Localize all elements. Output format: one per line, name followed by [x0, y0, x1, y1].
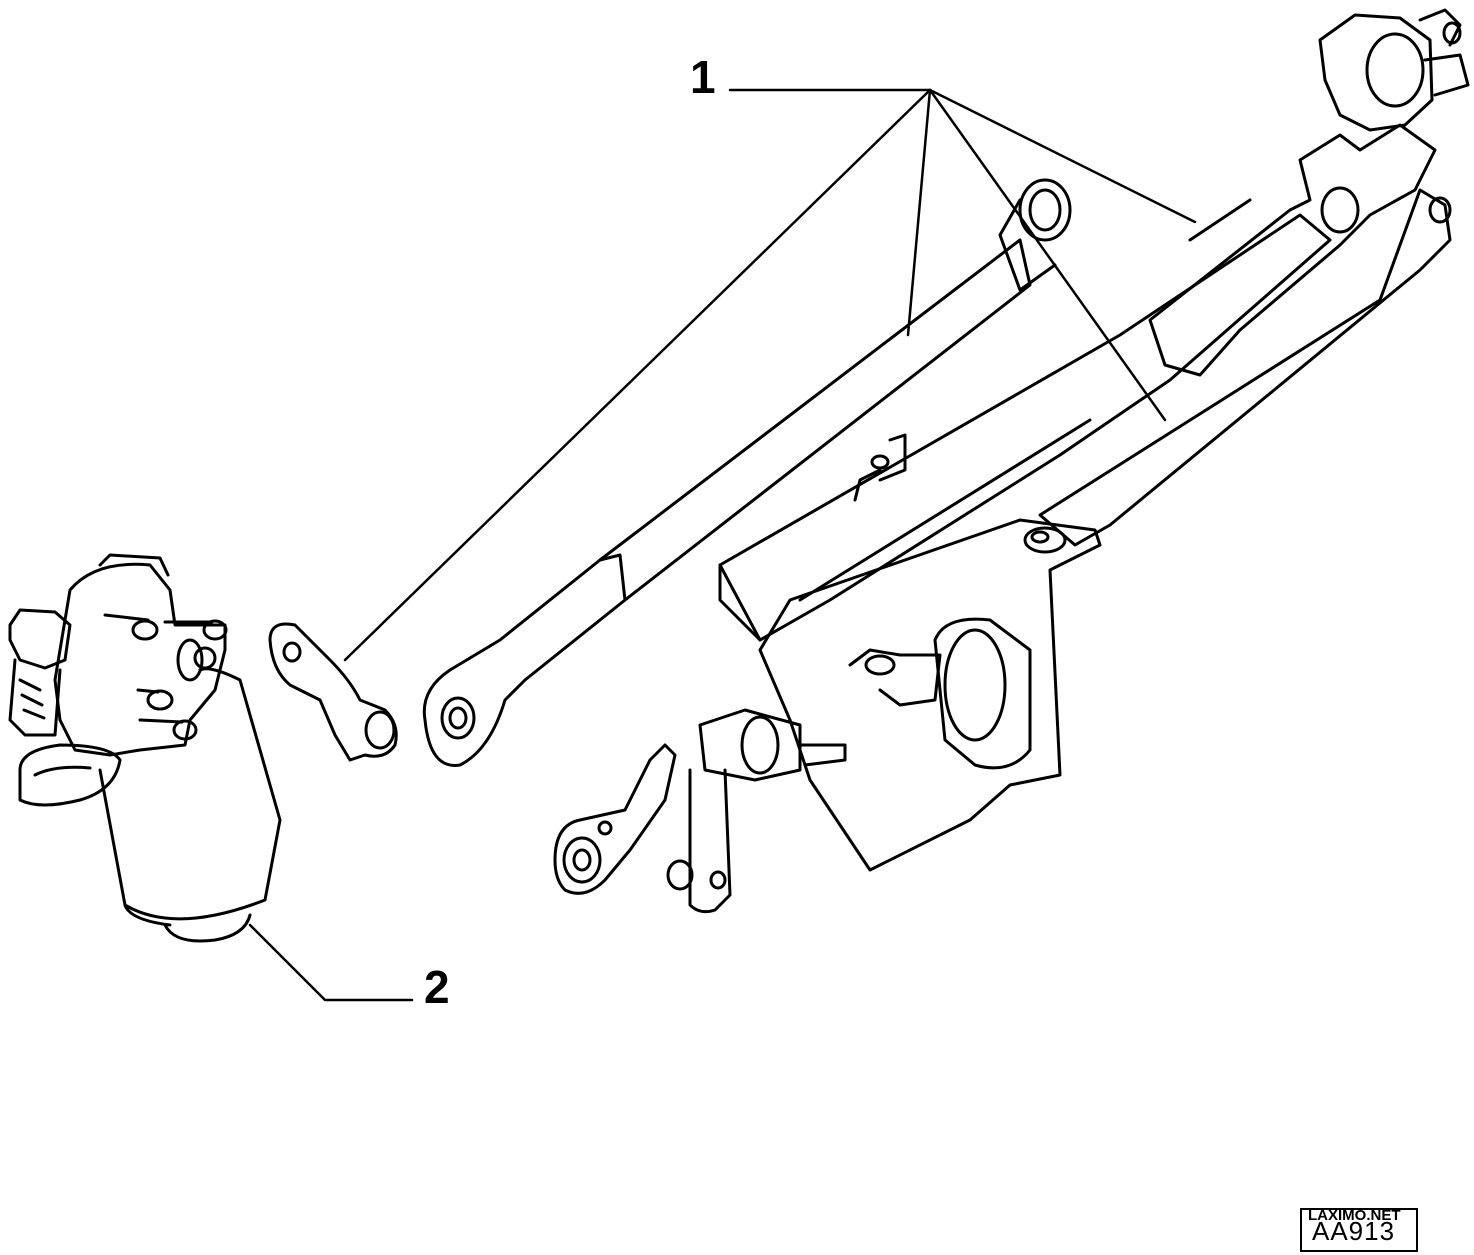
watermark: LAXIMO.NET: [1308, 1207, 1401, 1224]
callout-2-leader: [248, 923, 414, 1002]
wiper-frame: [553, 8, 1470, 914]
crank-arm: [268, 622, 398, 762]
callout-label-1: 1: [690, 51, 716, 103]
link-rod: [422, 238, 1032, 767]
callout-label-2: 2: [424, 961, 450, 1013]
drawing-code-stamp: AA913 LAXIMO.NET: [1300, 1207, 1418, 1252]
wiper-motor: [8, 553, 282, 943]
drawing-code: AA913: [1312, 1216, 1396, 1246]
callout-1-leaders: [343, 88, 1197, 662]
